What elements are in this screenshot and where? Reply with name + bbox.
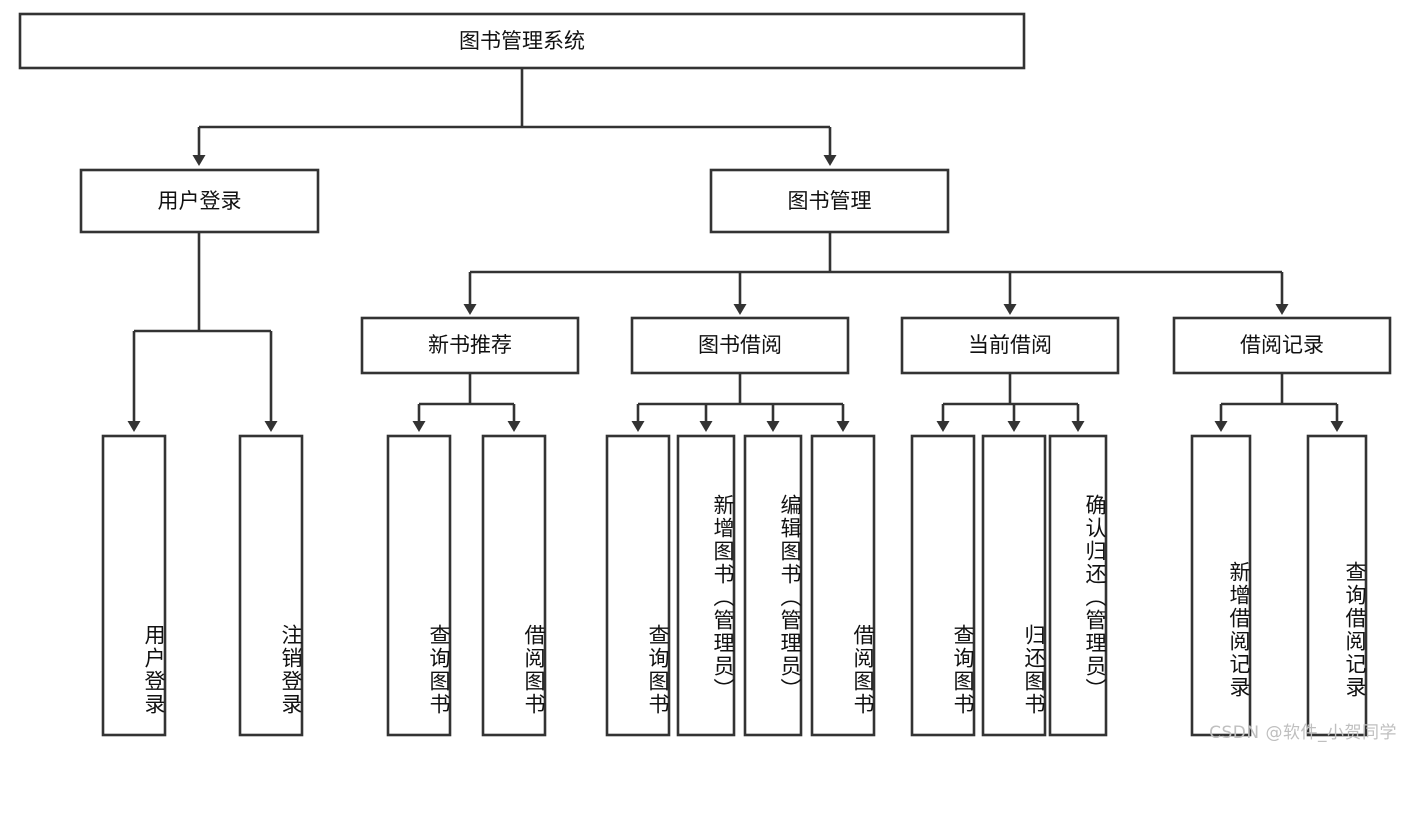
node-new-book-recommend[interactable]: 新书推荐 (360, 316, 580, 375)
leaf-box-confirm-return[interactable] (1048, 434, 1108, 737)
node-user-login-label: 用户登录 (158, 189, 242, 213)
functional-structure-diagram: 图书管理系统 用户登录 图书管理 新书推荐 图书借阅 当前借阅 借阅记录 (18, 12, 1397, 743)
leaf-box-borrow-book-1[interactable] (481, 434, 547, 737)
node-current-borrow-box (900, 316, 1120, 375)
leaf-box-user-login[interactable] (101, 434, 167, 737)
leaf-box-add-borrow-record[interactable] (1190, 434, 1252, 737)
node-current-borrow-label: 当前借阅 (968, 333, 1052, 357)
connector-layer (127, 68, 1344, 432)
node-book-borrow[interactable]: 图书借阅 (630, 316, 850, 375)
node-book-borrow-box (630, 316, 850, 375)
leaf-box-query-book-3[interactable] (910, 434, 976, 737)
node-borrow-record[interactable]: 借阅记录 (1172, 316, 1392, 375)
node-user-login-box (79, 168, 320, 234)
node-book-manage[interactable]: 图书管理 (709, 168, 950, 234)
leaf-box-query-book-1[interactable] (386, 434, 452, 737)
node-root-label: 图书管理系统 (459, 29, 585, 53)
node-root[interactable]: 图书管理系统 (18, 12, 1026, 70)
leaf-box-layer (101, 434, 1368, 737)
node-book-manage-box (709, 168, 950, 234)
node-new-book-recommend-label: 新书推荐 (428, 333, 512, 357)
leaf-box-borrow-book-2[interactable] (810, 434, 876, 737)
leaf-box-logout-login[interactable] (238, 434, 304, 737)
csdn-watermark: CSDN @软件_小贺同学 (1209, 723, 1397, 743)
node-user-login[interactable]: 用户登录 (79, 168, 320, 234)
leaf-box-query-book-2[interactable] (605, 434, 671, 737)
node-borrow-record-label: 借阅记录 (1240, 333, 1324, 357)
node-new-book-recommend-box (360, 316, 580, 375)
node-current-borrow[interactable]: 当前借阅 (900, 316, 1120, 375)
node-root-box (18, 12, 1026, 70)
leaf-box-edit-book-admin[interactable] (743, 434, 803, 737)
leaf-box-return-book[interactable] (981, 434, 1047, 737)
leaf-box-add-book-admin[interactable] (676, 434, 736, 737)
node-borrow-record-box (1172, 316, 1392, 375)
leaf-box-query-borrow-record[interactable] (1306, 434, 1368, 737)
node-book-manage-label: 图书管理 (788, 189, 872, 213)
tree-diagram-svg: 图书管理系统 用户登录 图书管理 新书推荐 图书借阅 当前借阅 借阅记录 (18, 12, 1392, 737)
node-book-borrow-label: 图书借阅 (698, 333, 782, 357)
